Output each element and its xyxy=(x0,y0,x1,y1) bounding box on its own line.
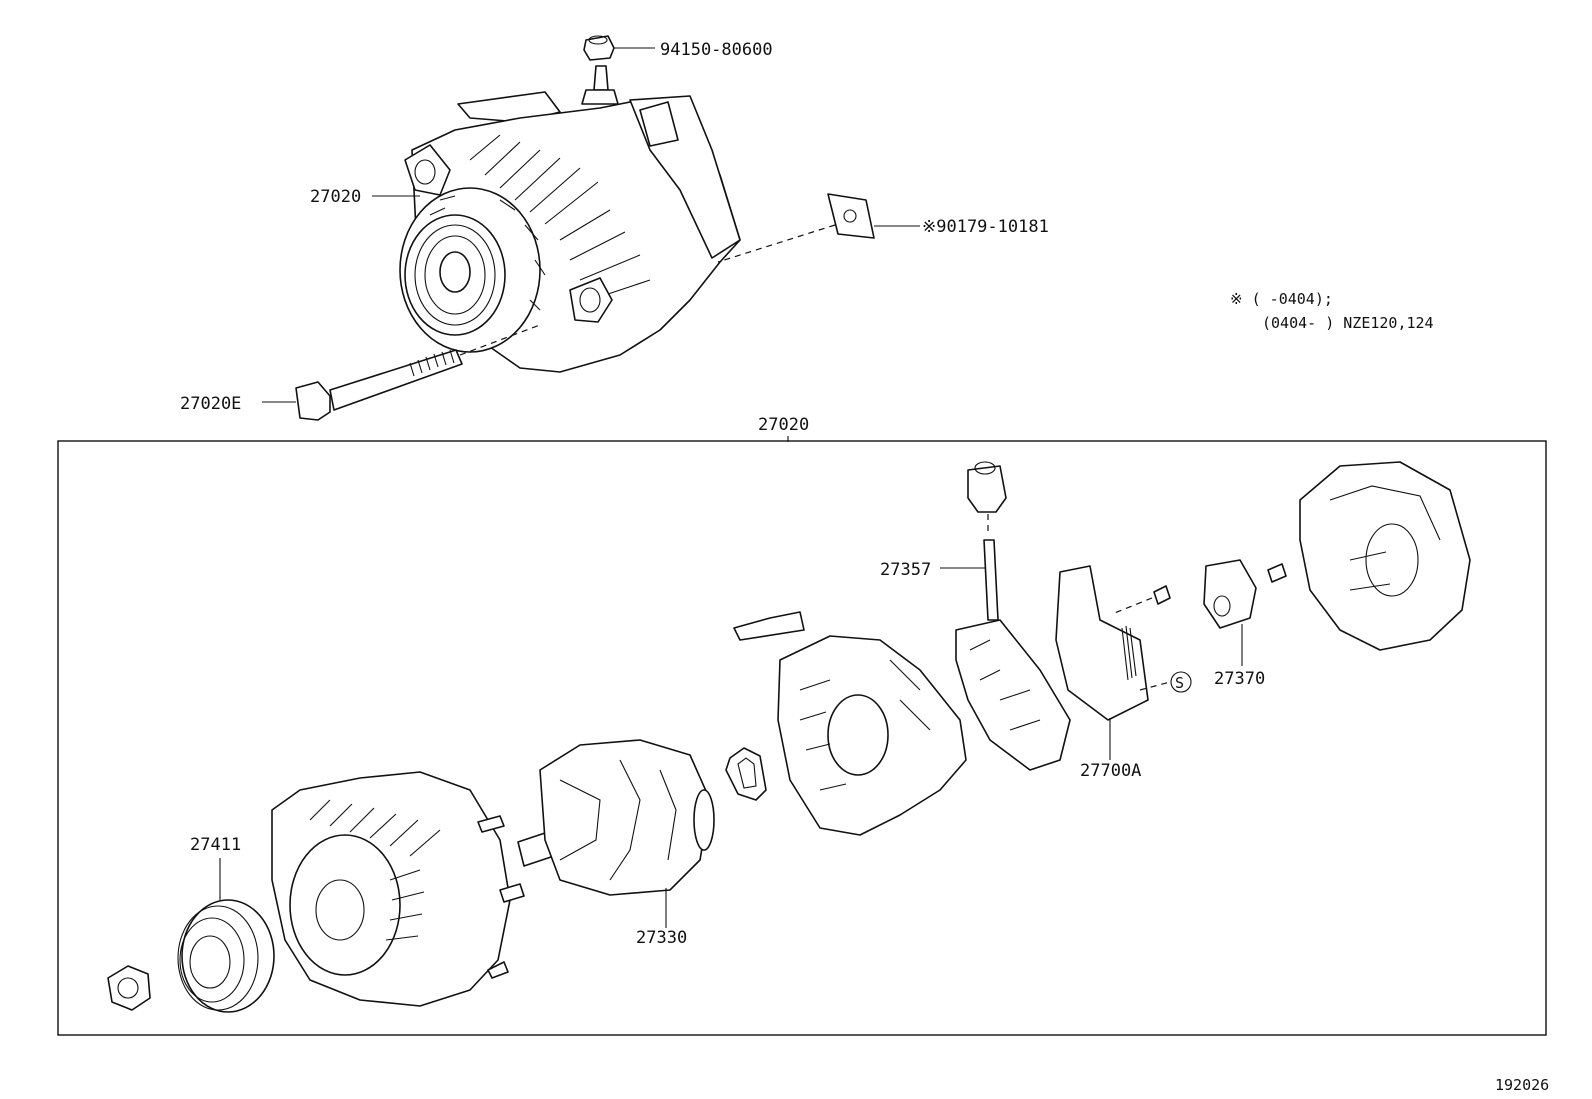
screw-brush-holder xyxy=(1267,563,1287,583)
label-pulley: 27411 xyxy=(190,835,241,855)
note-line-1: ※ ( -0404); xyxy=(1230,290,1333,308)
label-alternator-assy: 27020 xyxy=(310,187,361,207)
label-terminal-insulator: 27357 xyxy=(880,560,931,580)
pulley-nut xyxy=(107,965,151,1011)
rectifier-holder xyxy=(955,539,1071,771)
clip-part xyxy=(827,193,875,239)
rear-housing xyxy=(733,611,967,836)
regulator xyxy=(1055,565,1149,721)
rotor xyxy=(517,739,715,896)
figure-id: 192026 xyxy=(1495,1076,1549,1094)
top-nut xyxy=(583,35,615,61)
rear-cover xyxy=(1299,461,1471,651)
label-rotor: 27330 xyxy=(636,928,687,948)
label-clip: ※90179-10181 xyxy=(922,217,1049,237)
group-title: 27020 xyxy=(758,415,809,435)
pulley xyxy=(177,899,275,1013)
brush-holder xyxy=(1203,559,1257,629)
screw-regulator xyxy=(1153,585,1171,605)
long-bolt xyxy=(295,349,463,421)
label-bolt-top: 94150-80600 xyxy=(660,40,773,60)
alternator-assembly xyxy=(399,65,741,373)
terminal-insulator xyxy=(967,461,1007,513)
note-line-2: (0404- ) NZE120,124 xyxy=(1262,314,1434,332)
s-mark: S xyxy=(1175,674,1184,692)
label-brush-holder: 27370 xyxy=(1214,669,1265,689)
label-regulator: 27700A xyxy=(1080,761,1141,781)
label-long-bolt: 27020E xyxy=(180,394,241,414)
front-housing xyxy=(271,771,525,1007)
spacer-ring xyxy=(725,747,767,801)
exploded-view-frame xyxy=(57,440,1547,1036)
